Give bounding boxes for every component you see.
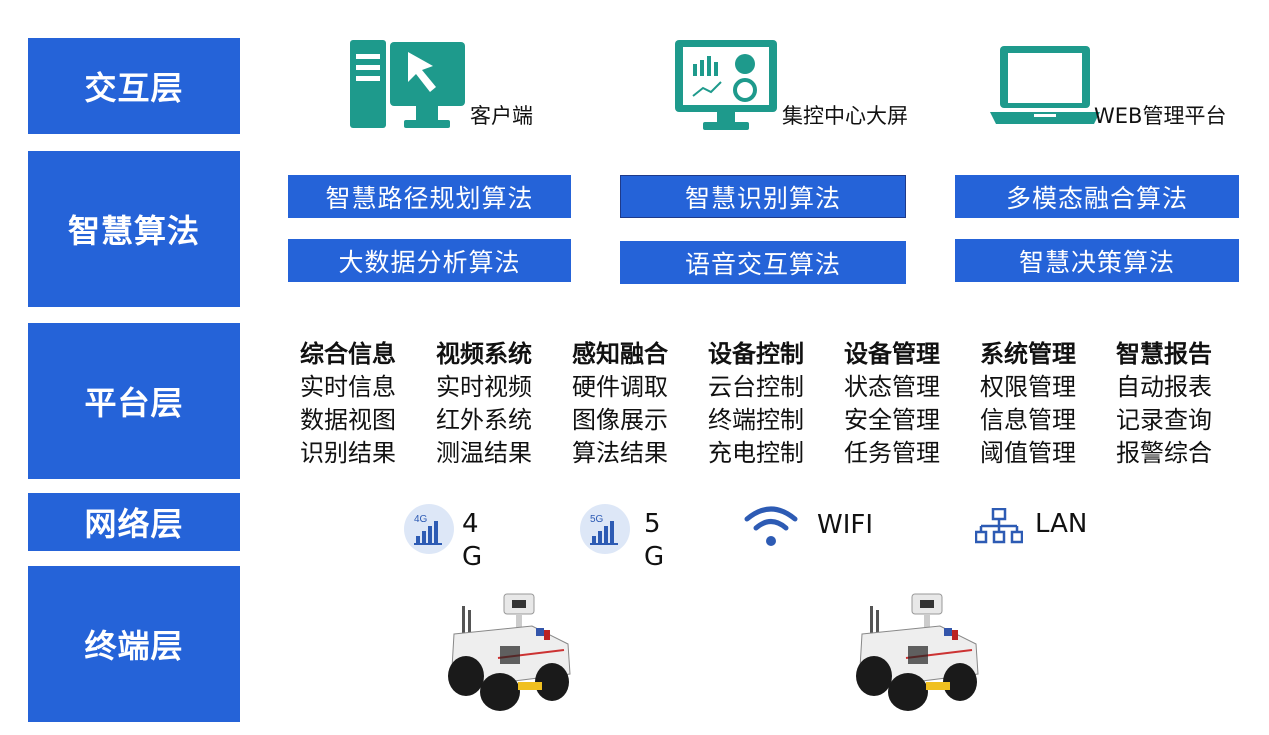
platform-col-comprehensive: 综合信息 实时信息 数据视图 识别结果: [300, 338, 430, 470]
algo-big-data: 大数据分析算法: [288, 239, 571, 282]
wifi-icon: [744, 506, 798, 546]
platform-item: 云台控制: [708, 373, 804, 401]
platform-col-device-management: 设备管理 状态管理 安全管理 任务管理: [844, 338, 974, 470]
device-web-platform: [990, 46, 1100, 132]
platform-col-head: 综合信息: [300, 340, 396, 368]
signal-5g-icon: 5G: [580, 504, 630, 554]
platform-item: 报警综合: [1116, 439, 1212, 467]
platform-item: 状态管理: [844, 373, 940, 401]
network-5g-label-line1: 5: [644, 509, 661, 539]
platform-col-smart-report: 智慧报告 自动报表 记录查询 报警综合: [1116, 338, 1246, 470]
platform-col-head: 视频系统: [436, 340, 532, 368]
layer-terminal: 终端层: [28, 566, 240, 722]
inspection-robot-image: [440, 590, 580, 716]
platform-col-head: 设备控制: [708, 340, 804, 368]
desktop-computer-icon: [350, 40, 465, 128]
platform-col-head: 感知融合: [572, 340, 668, 368]
platform-item: 测温结果: [436, 439, 532, 467]
platform-col-head: 系统管理: [980, 340, 1076, 368]
network-4g: 4G 4 G: [404, 504, 482, 574]
platform-col-device-control: 设备控制 云台控制 终端控制 充电控制: [708, 338, 838, 470]
platform-item: 识别结果: [300, 439, 396, 467]
device-client-label: 客户端: [470, 104, 533, 128]
platform-item: 硬件调取: [572, 373, 668, 401]
platform-col-perception: 感知融合 硬件调取 图像展示 算法结果: [572, 338, 702, 470]
platform-item: 权限管理: [980, 373, 1076, 401]
platform-col-system-management: 系统管理 权限管理 信息管理 阈值管理: [980, 338, 1110, 470]
device-client: [350, 40, 465, 136]
algo-recognition: 智慧识别算法: [620, 175, 906, 218]
layer-algorithm: 智慧算法: [28, 151, 240, 307]
laptop-icon: [990, 46, 1100, 124]
platform-item: 终端控制: [708, 406, 804, 434]
inspection-robot-image: [848, 590, 988, 716]
network-lan-label: LAN: [1035, 509, 1088, 539]
network-5g: 5G 5 G: [580, 504, 664, 574]
network-4g-label: 4 G: [462, 508, 482, 574]
platform-col-head: 智慧报告: [1116, 340, 1212, 368]
platform-item: 任务管理: [844, 439, 940, 467]
platform-item: 信息管理: [980, 406, 1076, 434]
network-4g-badge: 4G: [414, 514, 428, 525]
network-4g-label-line1: 4: [462, 509, 479, 539]
platform-item: 红外系统: [436, 406, 532, 434]
platform-item: 实时视频: [436, 373, 532, 401]
algo-path-planning: 智慧路径规划算法: [288, 175, 571, 218]
platform-item: 实时信息: [300, 373, 396, 401]
network-wifi-label: WIFI: [817, 510, 873, 540]
device-control-screen-label: 集控中心大屏: [782, 104, 908, 128]
network-5g-label-line2: G: [644, 542, 665, 572]
layer-interaction: 交互层: [28, 38, 240, 134]
monitor-dashboard-icon: [675, 40, 777, 130]
network-5g-label: 5 G: [644, 508, 664, 574]
device-control-screen: [675, 40, 777, 136]
platform-item: 记录查询: [1116, 406, 1212, 434]
network-wifi: WIFI: [743, 503, 873, 549]
signal-4g-icon: 4G: [404, 504, 454, 554]
network-lan: LAN: [975, 508, 1087, 544]
platform-item: 图像展示: [572, 406, 668, 434]
platform-item: 自动报表: [1116, 373, 1212, 401]
algo-decision: 智慧决策算法: [955, 239, 1239, 282]
platform-item: 数据视图: [300, 406, 396, 434]
platform-item: 充电控制: [708, 439, 804, 467]
network-4g-label-line2: G: [462, 542, 483, 572]
algo-voice-interaction: 语音交互算法: [620, 241, 906, 284]
layer-platform: 平台层: [28, 323, 240, 479]
platform-item: 阈值管理: [980, 439, 1076, 467]
network-5g-badge: 5G: [590, 514, 604, 525]
device-web-platform-label: WEB管理平台: [1094, 104, 1227, 128]
platform-col-video: 视频系统 实时视频 红外系统 测温结果: [436, 338, 566, 470]
platform-col-head: 设备管理: [844, 340, 940, 368]
layer-network: 网络层: [28, 493, 240, 551]
platform-item: 算法结果: [572, 439, 668, 467]
lan-network-icon: [975, 508, 1023, 544]
algo-multimodal-fusion: 多模态融合算法: [955, 175, 1239, 218]
platform-item: 安全管理: [844, 406, 940, 434]
